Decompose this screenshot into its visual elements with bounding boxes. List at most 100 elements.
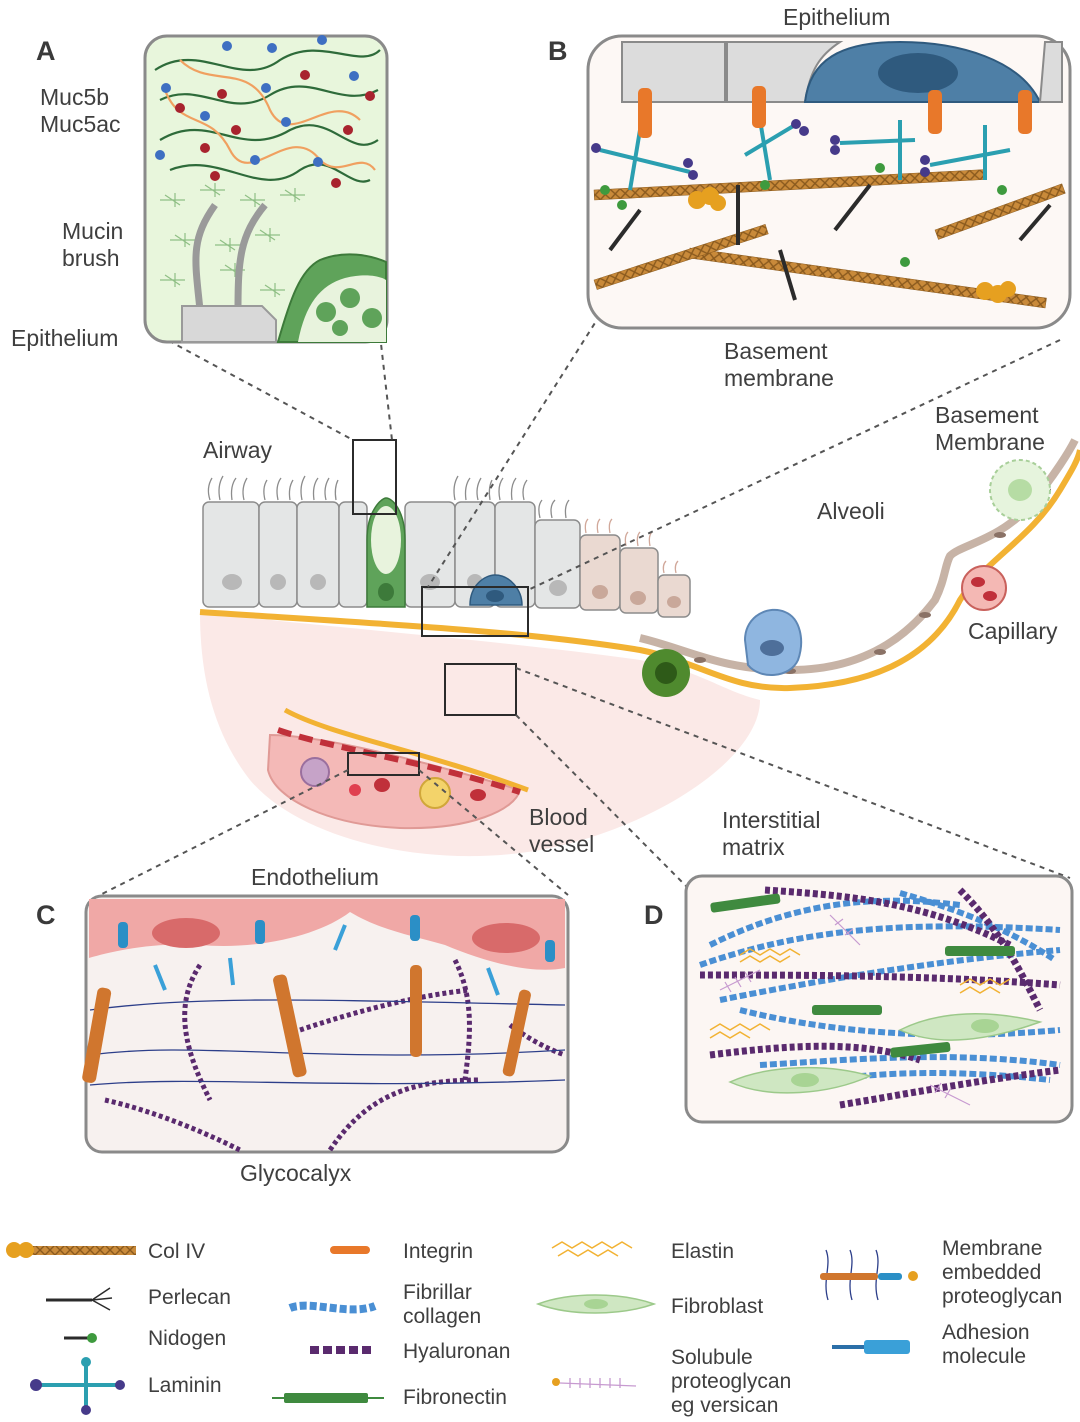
laminins-b xyxy=(599,119,1011,191)
zoom-box-d xyxy=(444,663,517,716)
overview-bm-label: Basement Membrane xyxy=(935,402,1045,456)
endothelium-layer xyxy=(89,899,565,970)
cilia xyxy=(207,475,679,574)
airway-epithelium xyxy=(202,501,691,618)
legend-perlecan-label: Perlecan xyxy=(148,1286,231,1309)
legend-mep-line1: Membrane xyxy=(942,1237,1043,1260)
goblet-cell-a xyxy=(276,253,387,343)
basement-membrane-line xyxy=(199,449,1080,692)
legend-adh-line2: molecule xyxy=(942,1345,1027,1368)
legend-laminin-label: Laminin xyxy=(148,1374,222,1397)
panel-c-endothelium-label: Endothelium xyxy=(251,864,379,890)
panel-a-brush-label: Mucin brush xyxy=(62,218,123,272)
legend-pg-line1: Solubule xyxy=(671,1346,753,1369)
legend-nidogen-label: Nidogen xyxy=(148,1327,227,1350)
legend-laminin-icon xyxy=(30,1357,125,1415)
tissue-overview xyxy=(99,314,1080,896)
legend-mep-line2: embedded xyxy=(942,1261,1042,1284)
panel-a-mucins-line1: Muc5b xyxy=(40,84,110,110)
col4-fibers-b xyxy=(593,169,1066,309)
panel-b-epithelium-label: Epithelium xyxy=(783,4,891,30)
legend-proteoglycan-label: Solubule proteoglycan eg versican xyxy=(671,1346,791,1418)
zoom-boxes xyxy=(347,439,529,776)
legend-fib-col-line1: Fibrillar xyxy=(403,1281,472,1304)
panel-a-mucins-label: Muc5b Muc5ac xyxy=(40,84,121,138)
overview-bm-line1: Basement xyxy=(935,402,1039,428)
panel-b-bm-line2: membrane xyxy=(724,365,834,391)
legend-col4-icon xyxy=(6,1242,136,1258)
macrophage-green xyxy=(642,649,690,697)
legend-adhesion-molecule-icon xyxy=(832,1340,910,1354)
panel-d-inset xyxy=(684,874,1074,1124)
epithelial-cell-a xyxy=(181,305,277,343)
legend-pg-line2: proteoglycan xyxy=(671,1370,792,1393)
overview-alveoli-label: Alveoli xyxy=(817,498,885,524)
capillary-vessel xyxy=(961,565,1007,611)
panel-a-brush-line2: brush xyxy=(62,245,120,271)
legend-perlecan-icon xyxy=(46,1287,113,1311)
panel-c-letter: C xyxy=(36,900,56,930)
zoom-box-a xyxy=(352,439,397,515)
fibronectin-d xyxy=(710,893,1015,1058)
macrophage-blue xyxy=(743,608,803,677)
panel-a-epithelium-label: Epithelium xyxy=(11,325,119,351)
perlecans-b xyxy=(608,183,1052,301)
legend-membrane-proteoglycan-icon xyxy=(820,1249,918,1301)
legend-elastin-icon xyxy=(551,1241,633,1257)
zoom-box-b xyxy=(421,586,529,637)
goblet-cell xyxy=(366,497,406,608)
elastin-d xyxy=(709,948,1011,1039)
laminin-knobs xyxy=(591,119,930,180)
overview-blood-vessel-label: Blood vessel xyxy=(529,804,594,858)
legend-adh-line1: Adhesion xyxy=(942,1321,1030,1344)
glycocalyx-hyaluronan xyxy=(104,958,566,1153)
fibroblasts-d xyxy=(728,1013,1043,1094)
mucin-nodes xyxy=(155,35,375,188)
legend-fibroblast-icon xyxy=(535,1294,657,1314)
overview-bv-line1: Blood xyxy=(529,804,588,830)
panel-d-letter: D xyxy=(644,900,664,930)
overview-airway-label: Airway xyxy=(203,437,273,463)
panel-d-im-line2: matrix xyxy=(722,834,785,860)
panel-c-glycocalyx-label: Glycocalyx xyxy=(240,1160,352,1186)
connector-lines xyxy=(99,314,1071,896)
overview-bv-line2: vessel xyxy=(529,831,595,857)
overview-capillary-label: Capillary xyxy=(968,618,1058,644)
legend-pg-line3: eg versican xyxy=(671,1394,779,1417)
legend-fibronectin-icon xyxy=(272,1393,384,1403)
basal-cell xyxy=(469,574,523,606)
legend-integrin-label: Integrin xyxy=(403,1240,474,1263)
legend-fib-col-line2: collagen xyxy=(403,1305,482,1328)
legend-elastin-label: Elastin xyxy=(671,1240,735,1263)
legend-nidogen-icon xyxy=(64,1333,97,1343)
membrane-proteoglycans-c xyxy=(82,915,555,1083)
panel-d-im-line1: Interstitial xyxy=(722,807,821,833)
legend-fibrillar-collagen-label: Fibrillar collagen xyxy=(403,1281,481,1329)
overview-bm-line2: Membrane xyxy=(935,429,1045,455)
panel-c-inset xyxy=(82,894,570,1154)
legend-membrane-proteoglycan-label: Membrane embedded proteoglycan xyxy=(942,1237,1062,1309)
legend-hyaluronan-label: Hyaluronan xyxy=(403,1340,511,1363)
proteoglycans-d xyxy=(719,914,971,1106)
mucin-polymers xyxy=(154,49,381,183)
legend-fibrillar-collagen-icon xyxy=(288,1301,377,1314)
adhesion-molecules-c xyxy=(153,924,500,996)
panel-a-mucins-line2: Muc5ac xyxy=(40,111,121,137)
panel-b-bm-label: Basement membrane xyxy=(724,338,834,392)
mucin-brush-stalks xyxy=(192,202,268,311)
panel-b-inset xyxy=(586,34,1072,330)
alveolar-cell-light xyxy=(989,459,1051,521)
nidogens-b xyxy=(600,163,1007,267)
panel-b-bm-line1: Basement xyxy=(724,338,828,364)
panel-a-inset xyxy=(143,34,389,344)
blood-vessel xyxy=(266,707,529,830)
panel-a-brush-line1: Mucin xyxy=(62,218,124,244)
legend-proteoglycan-icon xyxy=(552,1378,637,1388)
zoom-box-c xyxy=(347,752,420,776)
panel-b-letter: B xyxy=(548,36,568,66)
legend-fibronectin-label: Fibronectin xyxy=(403,1386,507,1409)
legend-col4-label: Col IV xyxy=(148,1240,206,1263)
glycocalyx-matrix-lines xyxy=(89,999,566,1086)
panel-d-interstitial-label: Interstitial matrix xyxy=(722,807,820,861)
